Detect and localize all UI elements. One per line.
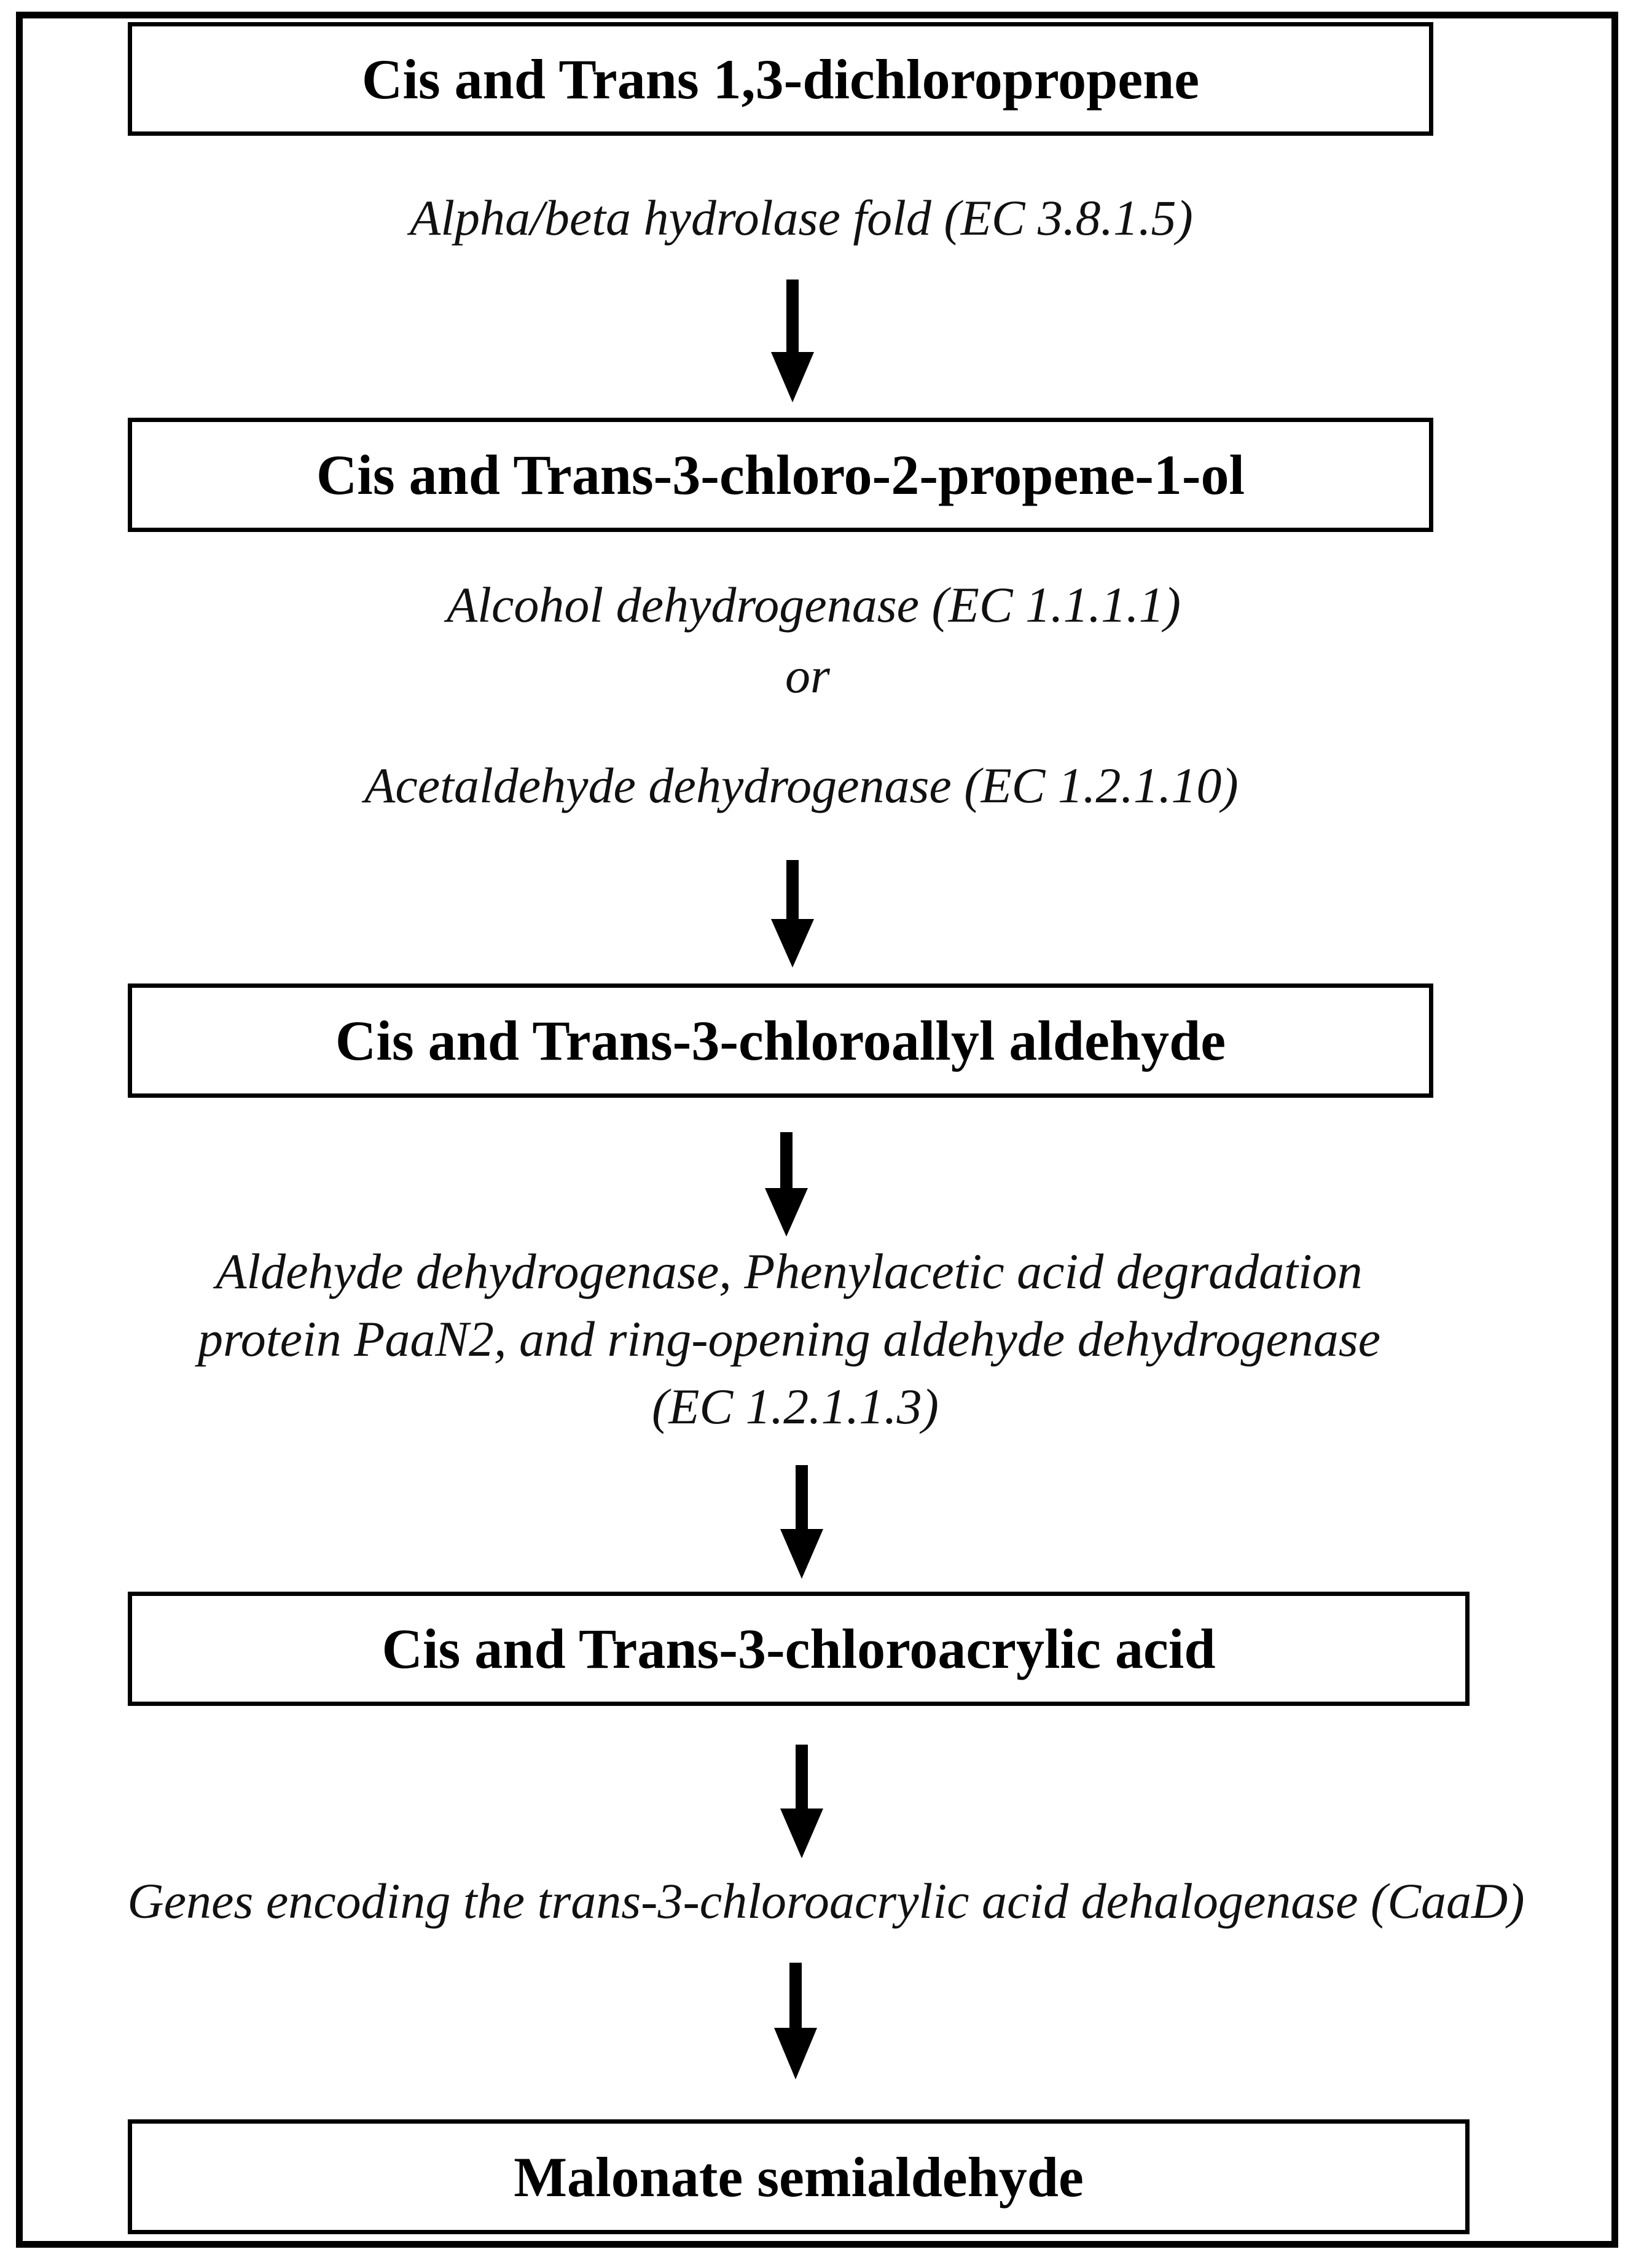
compound-box-dichloropropene: Cis and Trans 1,3-dichloropropene [128,22,1433,136]
down-arrow-2 [771,860,814,968]
compound-label: Malonate semialdehyde [514,2145,1084,2208]
compound-box-chloroacrylic-acid: Cis and Trans-3-chloroacrylic acid [128,1592,1470,1706]
down-arrow-3 [765,1132,808,1237]
down-arrow-6 [774,1963,817,2079]
outer-frame [16,12,1618,2248]
enzyme-label-step3-line1: Aldehyde dehydrogenase, Phenylacetic aci… [216,1243,1363,1299]
compound-label: Cis and Trans-3-chloro-2-propene-1-ol [316,444,1245,506]
enzyme-label-step1: Alpha/beta hydrolase fold (EC 3.8.1.5) [410,190,1193,246]
enzyme-label-step2-line1: Alcohol dehydrogenase (EC 1.1.1.1) [447,577,1181,633]
enzyme-label-step2-or: or [785,647,830,703]
compound-box-chloropropenol: Cis and Trans-3-chloro-2-propene-1-ol [128,418,1433,532]
down-arrow-4 [780,1465,823,1579]
enzyme-label-step4: Genes encoding the trans-3-chloroacrylic… [127,1873,1525,1929]
enzyme-label-step2-line2: Acetaldehyde dehydrogenase (EC 1.2.1.10) [364,757,1239,813]
compound-box-malonate-semialdehyde: Malonate semialdehyde [128,2119,1470,2234]
down-arrow-1 [771,280,814,402]
compound-label: Cis and Trans-3-chloroacrylic acid [382,1617,1216,1680]
down-arrow-5 [780,1745,823,1858]
compound-box-chloroallyl-aldehyde: Cis and Trans-3-chloroallyl aldehyde [128,983,1433,1098]
compound-label: Cis and Trans 1,3-dichloropropene [361,47,1200,111]
enzyme-label-step3-line2: protein PaaN2, and ring-opening aldehyde… [197,1311,1381,1367]
enzyme-label-step3-line3: (EC 1.2.1.1.3) [652,1378,939,1434]
compound-label: Cis and Trans-3-chloroallyl aldehyde [335,1009,1226,1072]
